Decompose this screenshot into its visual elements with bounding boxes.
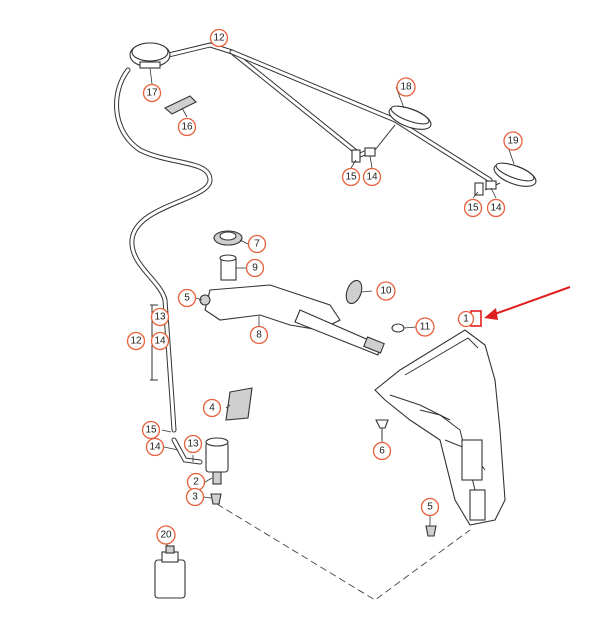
svg-text:15: 15: [345, 172, 357, 183]
callout-14-c: 14: [145, 437, 165, 457]
svg-text:14: 14: [154, 336, 166, 347]
callout-15-a: 15: [341, 167, 361, 187]
callout-14-left: 14: [150, 331, 170, 351]
callout-1: 1: [457, 310, 475, 328]
filler-neck-assembly: [199, 230, 405, 356]
fleece-pad-part: [225, 387, 253, 421]
svg-text:12: 12: [213, 33, 225, 44]
dashed-reference-outline: [216, 503, 471, 601]
callout-13-low: 13: [183, 434, 203, 454]
svg-text:5: 5: [427, 502, 433, 513]
callout-12-top: 12: [209, 28, 229, 48]
svg-text:15: 15: [467, 203, 479, 214]
callouts: 12 17 16 18 19 15 14 15 14 7 9 5 10 11 8…: [126, 28, 523, 545]
reservoir-cap-part: [129, 42, 171, 69]
svg-text:18: 18: [400, 82, 412, 93]
callout-9: 9: [245, 258, 265, 278]
svg-text:17: 17: [146, 88, 158, 99]
callout-10: 10: [376, 281, 396, 301]
callout-14-a: 14: [362, 167, 382, 187]
svg-text:4: 4: [209, 403, 215, 414]
callout-12-left: 12: [126, 331, 146, 351]
svg-text:3: 3: [192, 492, 198, 503]
svg-text:8: 8: [256, 330, 262, 341]
callout-3: 3: [185, 487, 205, 507]
washer-pump-part: [205, 437, 229, 485]
svg-text:19: 19: [507, 136, 519, 147]
washer-jet-left: [374, 105, 432, 151]
svg-text:5: 5: [184, 293, 190, 304]
callout-13-left: 13: [150, 307, 170, 327]
svg-text:12: 12: [130, 336, 142, 347]
callout-19: 19: [503, 131, 523, 151]
bolt-parts: [210, 419, 437, 537]
callout-14-b: 14: [486, 198, 506, 218]
washer-jet-right: [484, 162, 537, 191]
svg-text:13: 13: [187, 439, 199, 450]
svg-text:7: 7: [254, 239, 260, 250]
highlight-arrow: [470, 286, 571, 327]
svg-text:11: 11: [420, 322, 431, 333]
svg-text:2: 2: [193, 477, 199, 488]
callout-5-low: 5: [420, 497, 440, 517]
svg-text:10: 10: [380, 286, 392, 297]
callout-4: 4: [202, 398, 222, 418]
svg-text:20: 20: [160, 530, 172, 541]
svg-text:9: 9: [252, 263, 258, 274]
svg-text:14: 14: [149, 442, 161, 453]
hose-clip-part: [164, 95, 197, 115]
callout-15-c: 15: [141, 420, 161, 440]
callout-6: 6: [372, 441, 392, 461]
callout-20: 20: [156, 525, 176, 545]
callout-16: 16: [177, 117, 197, 137]
callout-15-b: 15: [463, 198, 483, 218]
washer-fluid-bottle: [154, 545, 186, 599]
callout-8: 8: [249, 325, 269, 345]
callout-5-top: 5: [177, 288, 197, 308]
svg-text:6: 6: [379, 446, 385, 457]
callout-11: 11: [415, 317, 435, 337]
svg-text:16: 16: [181, 122, 193, 133]
connectors-upper: [351, 147, 497, 196]
callout-7: 7: [247, 234, 267, 254]
svg-text:14: 14: [366, 172, 378, 183]
svg-text:1: 1: [463, 314, 469, 325]
washer-reservoir: [374, 329, 506, 526]
svg-text:14: 14: [490, 203, 502, 214]
svg-text:15: 15: [145, 425, 157, 436]
callout-18: 18: [396, 77, 416, 97]
callout-17: 17: [142, 83, 162, 103]
svg-text:13: 13: [154, 312, 166, 323]
